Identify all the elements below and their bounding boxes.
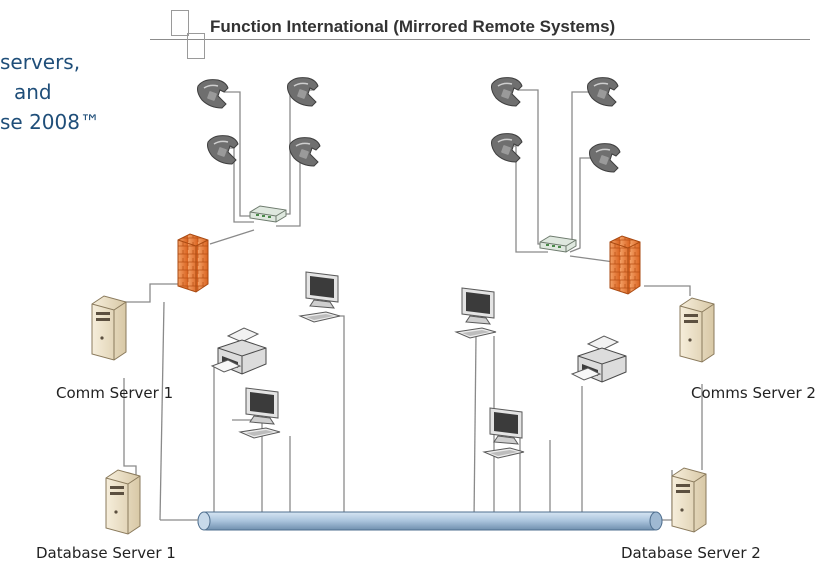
phone-icon [586,76,619,107]
side-text-line: se 2008™ [0,110,100,134]
diagram-title: Function International (Mirrored Remote … [210,17,616,36]
phone-icon [196,78,229,109]
title-rule [150,39,810,40]
phone-icon [490,132,523,163]
network-backbone [160,511,663,531]
desktop-computer-icon [455,287,497,339]
label-database-server-2: Database Server 2 [621,544,761,562]
partial-side-text: servers, and se 2008™ [0,47,170,137]
label-database-server-1: Database Server 1 [36,544,176,562]
desktop-computer-icon [239,387,281,439]
firewall-icon [609,235,641,295]
title-box-decoration [171,10,189,36]
phone-icon [286,76,319,107]
server-icon [679,297,715,363]
printer-icon [211,327,267,375]
side-text-line: servers, [0,50,81,74]
server-icon [671,467,707,533]
desktop-computer-icon [299,271,341,323]
title-box-decoration [187,33,205,59]
label-comms-server-2: Comms Server 2 [691,384,816,402]
printer-icon [571,335,627,383]
hub-icon [249,205,287,223]
server-icon [105,469,141,535]
phone-icon [490,76,523,107]
phone-icon [588,142,621,173]
phone-icon [288,136,321,167]
firewall-icon [177,233,209,293]
side-text-line: and [14,80,52,104]
desktop-computer-icon [483,407,525,459]
server-icon [91,295,127,361]
hub-icon [539,235,577,253]
label-comm-server-1: Comm Server 1 [56,384,174,402]
